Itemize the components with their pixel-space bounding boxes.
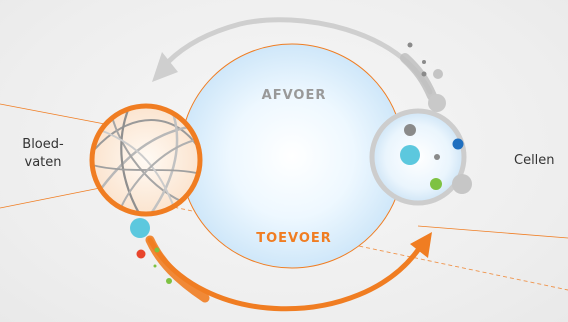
green-dot (153, 264, 157, 268)
grey-dot (434, 154, 440, 160)
blood-vessel-ring (89, 103, 203, 217)
toevoer-label: TOEVOER (256, 231, 332, 246)
grey-dot (421, 71, 427, 77)
left-lower-line (0, 187, 101, 209)
green-dot (166, 278, 172, 284)
toevoer-arrowhead (410, 232, 432, 258)
grey-dot (422, 60, 426, 64)
afvoer-label: AFVOER (261, 88, 327, 103)
cyan-dot (130, 218, 150, 238)
vessel-strand (119, 139, 196, 211)
light-grey-dot (452, 174, 472, 194)
left-upper-line (0, 103, 111, 126)
vessel-strand (109, 109, 191, 206)
green-dot (154, 247, 160, 253)
toevoer-arrow-tail (145, 235, 210, 303)
bloedvaten-label: Bloed- vaten (10, 136, 76, 172)
grey-dot (404, 124, 416, 136)
vessel-strand (92, 164, 200, 176)
light-grey-dot (428, 94, 446, 112)
afvoer-arrowhead (152, 52, 178, 82)
afvoer-arrow (165, 17, 433, 95)
bloedvaten-label-line2: vaten (24, 155, 62, 170)
cellen-label: Cellen (514, 153, 555, 168)
vessel-strand (99, 129, 176, 211)
vessel-strand (148, 106, 179, 214)
green-dot (430, 178, 442, 190)
afvoer-arrow-tail (400, 53, 437, 101)
vessel-strand (120, 106, 142, 214)
vessel-strand (93, 119, 200, 151)
bloedvaten-label-line1: Bloed- (22, 137, 64, 152)
grey-dot (407, 42, 413, 48)
cyan-dot (400, 145, 420, 165)
red-dot (136, 249, 146, 259)
right-line (417, 225, 568, 239)
light-grey-dot (433, 69, 443, 79)
blue-dot (452, 138, 464, 150)
